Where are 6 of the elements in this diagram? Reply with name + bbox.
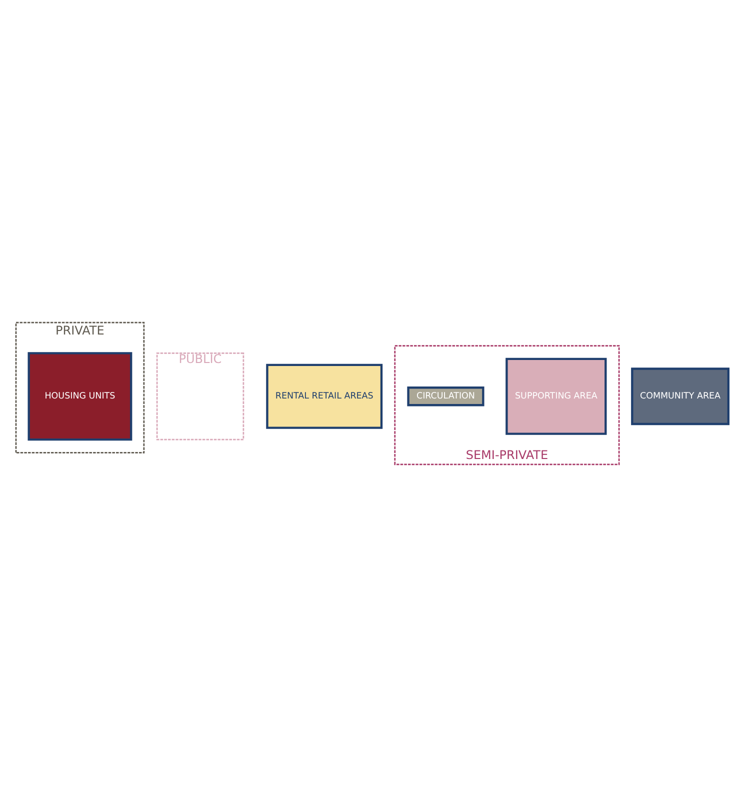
node-box: CIRCULATION [407, 386, 484, 406]
node-box: RENTAL RETAIL AREAS [266, 364, 383, 429]
node-box: COMMUNITY AREA [631, 368, 730, 426]
node-box: SUPPORTING AREA [506, 358, 607, 435]
node-box: HOUSING UNITS [28, 352, 132, 441]
node-box: PUBLIC [156, 352, 244, 440]
